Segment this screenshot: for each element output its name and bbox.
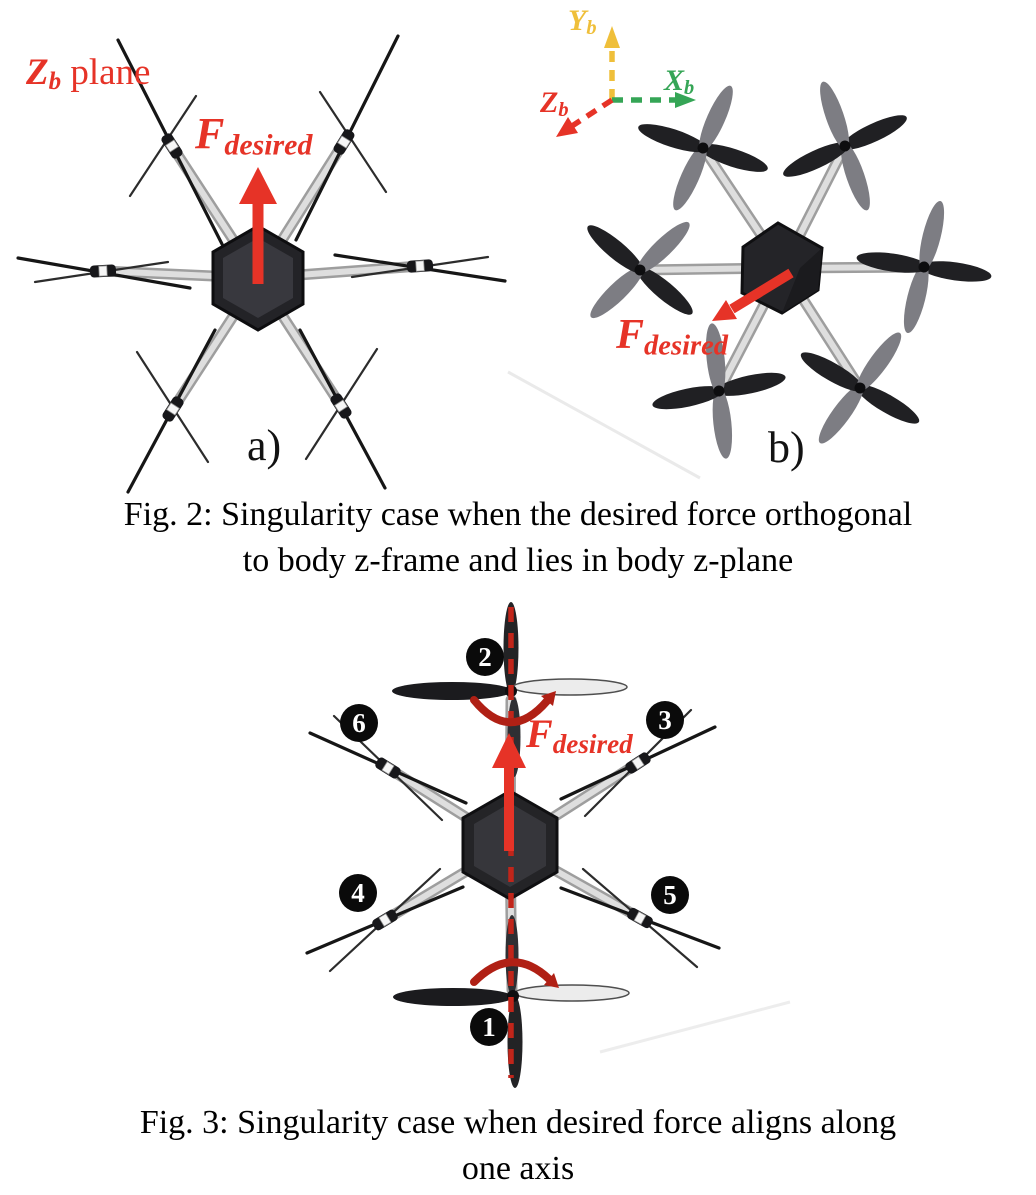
- rotation-arrow-top: [470, 691, 556, 727]
- force-subscript: desired: [552, 728, 633, 759]
- panel-b-tag: b): [768, 423, 805, 472]
- fig3-caption: Fig. 3: Singularity case when desired fo…: [0, 1100, 1036, 1192]
- panel-a-tag: a): [247, 421, 282, 470]
- fig2-caption: Fig. 2: Singularity case when the desire…: [0, 492, 1036, 584]
- drone-b-propellers: [587, 81, 992, 459]
- force-desired-label-fig3: Fdesired: [526, 714, 633, 758]
- force-subscript: desired: [644, 330, 729, 362]
- ground-shadow-line-b: [507, 370, 701, 480]
- force-arrow-a: [239, 167, 277, 284]
- x-axis-label: Xb: [664, 64, 695, 100]
- rotor-badge-5: 5: [651, 876, 689, 914]
- fig3-drone: [305, 602, 791, 1088]
- zb-plane-label: Zb plane: [26, 54, 150, 94]
- rotor-badge-1: 1: [470, 1008, 508, 1046]
- x-axis-arrowhead: [675, 92, 696, 108]
- drone-3-bottom-rotor: [393, 915, 630, 1088]
- fig2-panel-b-drone: [507, 81, 992, 480]
- rotation-arrow-bottom: [470, 958, 559, 988]
- zb-plane-symbol: Z: [26, 52, 49, 93]
- force-arrow-b: [712, 268, 794, 321]
- zb-plane-subscript: b: [48, 68, 62, 95]
- force-subscript: desired: [224, 128, 313, 162]
- rotor-badge-6: 6: [340, 704, 378, 742]
- z-axis-label: Zb: [540, 86, 569, 122]
- y-axis-label: Yb: [568, 4, 597, 40]
- drone-a-arms: [97, 136, 426, 415]
- rotor-badge-2: 2: [466, 638, 504, 676]
- fig3-caption-line1: Fig. 3: Singularity case when desired fo…: [139, 1104, 897, 1141]
- force-desired-label-b: Fdesired: [616, 314, 728, 361]
- body-frame-axes: [556, 26, 696, 137]
- z-axis-dashed: [570, 97, 614, 129]
- y-axis-arrowhead: [604, 26, 620, 48]
- fig2-caption-line1: Fig. 2: Singularity case when the desire…: [123, 496, 913, 533]
- drone-b-arms: [634, 140, 930, 397]
- fig2-panel-a-drone: [16, 34, 507, 494]
- force-arrow-fig3: [492, 733, 526, 851]
- ground-shadow-line-3: [599, 1000, 791, 1054]
- rotor-badge-4: 4: [339, 874, 377, 912]
- fig3-caption-line2: one axis: [461, 1150, 575, 1187]
- fig2-caption-line2: to body z-frame and lies in body z-plane: [242, 542, 794, 579]
- drone-3-motor-hubs: [372, 752, 653, 931]
- drone-a-motor-hubs: [89, 129, 434, 422]
- force-symbol: F: [526, 711, 553, 756]
- rotor-badge-3: 3: [646, 701, 684, 739]
- zb-plane-word: plane: [61, 52, 151, 93]
- force-desired-label-a: Fdesired: [195, 112, 312, 161]
- force-symbol: F: [616, 312, 645, 358]
- z-axis-arrowhead: [556, 117, 578, 137]
- force-symbol: F: [195, 109, 225, 158]
